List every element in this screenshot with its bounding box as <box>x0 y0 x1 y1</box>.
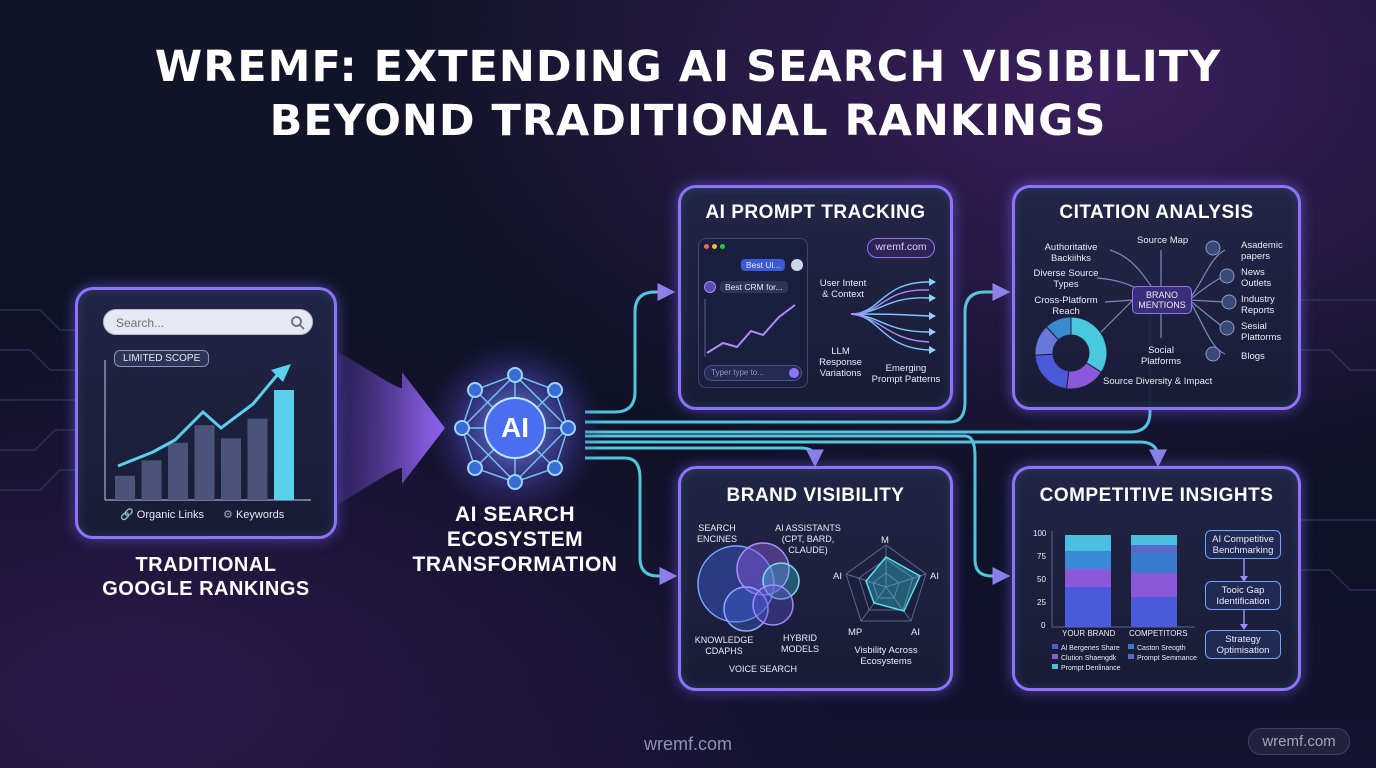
citation-title: CITATION ANALYSIS <box>1059 202 1254 223</box>
link-icon: 🔗 <box>120 509 134 521</box>
bot-avatar-icon <box>704 281 716 293</box>
ranking-bar <box>274 390 294 500</box>
circuit-lines-right <box>1300 299 1376 591</box>
page-title: WREMF: EXTENDING AI SEARCH VISIBILITY BE… <box>154 42 1222 146</box>
response-flow-lines <box>850 278 936 354</box>
radar-bottom-right-label: AI <box>911 627 920 638</box>
voice-search-label: VOICE SEARCH <box>729 664 798 674</box>
y-tick-25: 25 <box>1037 598 1046 607</box>
user-intent-label: User Intent& Context <box>819 278 867 300</box>
search-bar[interactable]: Search... <box>103 309 313 335</box>
prompt-input[interactable]: Typer type to... <box>704 365 802 381</box>
key-icon: ⚙ <box>223 509 233 521</box>
keywords-legend: ⚙ Keywords <box>223 509 285 521</box>
close-dot-icon[interactable] <box>704 244 709 249</box>
chat-window: Best Ul... Best CRM for... Typer type to… <box>698 238 808 388</box>
flow-lines <box>585 283 1167 585</box>
trend-arrow-head <box>271 364 291 382</box>
your-brand-label: YOUR BRAND <box>1062 629 1116 638</box>
donut-segment <box>1070 316 1108 373</box>
ranking-bar <box>115 475 135 500</box>
competitive-title: COMPETITIVE INSIGHTS <box>1039 485 1274 506</box>
hub-caption: AI SEARCH ECOSYSTEM TRANSFORMATION <box>412 503 618 576</box>
rankings-bar-chart <box>104 360 311 501</box>
radar-right-label: AI <box>930 571 939 582</box>
organic-links-legend: 🔗 Organic Links <box>120 509 205 521</box>
send-icon[interactable] <box>789 368 799 378</box>
legend-3: Prompt Semmance <box>1137 655 1197 662</box>
ranking-bar <box>141 460 162 500</box>
hub-network <box>454 367 576 490</box>
y-tick-50: 50 <box>1037 575 1046 584</box>
prompt-tracking-card: AI PROMPT TRACKING wremf.com Best Ul... … <box>678 185 953 410</box>
legend-1: Caston Sreogth <box>1137 645 1186 652</box>
brand-visibility-title: BRAND VISIBILITY <box>726 485 905 506</box>
competitors-label: COMPETITORS <box>1129 629 1188 638</box>
donut-segment <box>1045 316 1072 341</box>
traditional-rankings-card: Search... LIMITED SCOPE 🔗 Organic Links … <box>75 287 337 539</box>
prompt-trend-line <box>704 299 796 357</box>
source-diversity-label: Source Diversity & Impact <box>1103 376 1213 387</box>
ranking-bar <box>247 418 268 500</box>
trend-line <box>117 373 280 468</box>
search-placeholder: Search... <box>116 316 165 330</box>
limited-scope-badge: LIMITED SCOPE <box>114 350 210 367</box>
user-avatar-icon <box>791 259 803 271</box>
traditional-caption: TRADITIONAL GOOGLE RANKINGS <box>102 554 310 600</box>
footer-watermark: wremf.com <box>643 734 732 754</box>
legend-2: Clution Shaengdk <box>1061 655 1117 662</box>
legend-4: Prompt Denlinance <box>1061 665 1121 672</box>
ranking-bar <box>221 438 241 500</box>
ranking-bar <box>194 425 215 500</box>
right-item-4: Blogs <box>1241 351 1265 362</box>
donut-segment <box>1034 353 1070 390</box>
y-tick-0: 0 <box>1041 621 1046 630</box>
competitive-stacked-bars <box>1051 531 1248 669</box>
y-tick-100: 100 <box>1033 529 1047 538</box>
wremf-badge: wremf.com <box>867 238 935 258</box>
legend-0: Al Bergenes Share <box>1061 645 1120 652</box>
circuit-lines-left <box>0 309 75 491</box>
maximize-dot-icon[interactable] <box>720 244 725 249</box>
chat-bot-bubble: Best CRM for... <box>720 281 788 293</box>
competitive-insights-card: COMPETITIVE INSIGHTS 100 75 50 25 0 YOUR… <box>1012 466 1301 691</box>
source-map-label: Source Map <box>1137 235 1189 246</box>
search-icon[interactable] <box>290 315 306 331</box>
radar-top-label: M <box>881 535 889 546</box>
citation-network <box>1034 240 1237 390</box>
footer-badge: wremf.com <box>1248 728 1350 755</box>
y-tick-75: 75 <box>1037 552 1046 561</box>
radar-bottom-left-label: MP <box>848 627 863 638</box>
minimize-dot-icon[interactable] <box>712 244 717 249</box>
prompt-tracking-title: AI PROMPT TRACKING <box>705 202 926 223</box>
transition-arrow <box>338 352 445 504</box>
chat-user-bubble: Best Ul... <box>741 259 786 271</box>
brand-venn-and-radar <box>697 542 927 632</box>
hub-core-label: AI <box>501 412 529 443</box>
ai-assistants-label: AI ASSISTANTS(CPT, BARD,CLAUDE) <box>775 523 841 555</box>
ranking-bar <box>168 442 188 500</box>
radar-left-label: AI <box>833 571 842 582</box>
